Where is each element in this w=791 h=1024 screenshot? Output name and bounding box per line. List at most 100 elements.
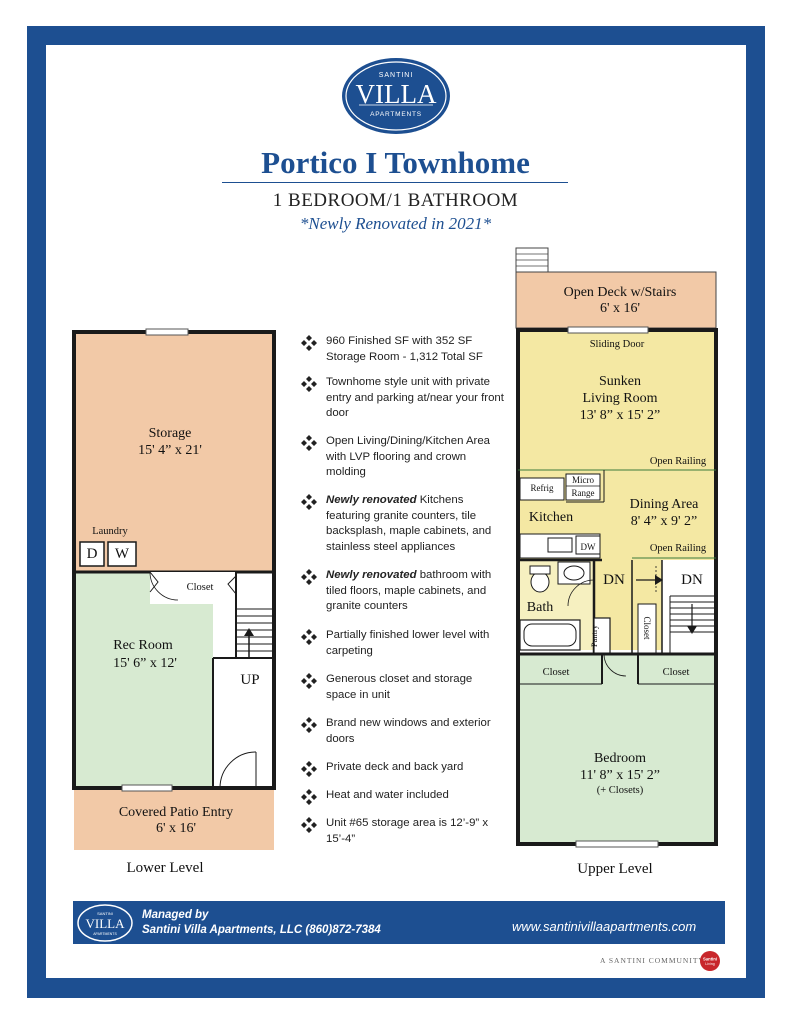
website-link[interactable]: www.santinivillaapartments.com [512,919,697,934]
feature-text: Unit #65 storage area is 12’-9” x 15’-4” [326,817,489,845]
up-label: UP [240,672,260,688]
bedroom-note: (+ Closets) [596,785,644,796]
logo-top-text: SANTINI [379,72,414,79]
diamond-bullet-icon [301,761,317,777]
feature-item: Newly renovated bathroom with tiled floo… [301,568,503,616]
footer-logo-top: SANTINI [97,911,113,916]
frame-left [27,26,46,998]
diamond-bullet-icon [301,435,317,451]
open-deck [515,271,717,329]
feature-emphasis: Newly renovated [326,494,417,506]
page-title: Portico I Townhome [261,145,530,180]
feature-item: Generous closet and storage space in uni… [301,672,503,704]
diamond-bullet-icon [301,494,317,510]
diamond-bullet-icon [301,335,317,351]
living-label-2: Living Room [582,391,658,406]
company-contact: Santini Villa Apartments, LLC (860)872-7… [142,924,381,936]
svg-text:Living: Living [705,962,714,966]
logo-bottom-text: APARTMENTS [370,111,422,118]
feature-item: Townhome style unit with private entry a… [301,375,504,423]
bedroom-room [518,684,714,844]
diamond-bullet-icon [301,673,317,689]
bedroom-dims: 11' 8” x 15' 2” [580,768,660,783]
deck-label: Open Deck w/Stairs [563,285,677,300]
range-label: Range [571,488,595,498]
footer-logo-main: VILLA [86,916,126,931]
feature-emphasis: Newly renovated [326,569,417,581]
dn-right-label: DN [681,572,703,588]
storage-label: Storage [148,426,192,441]
frame-right [746,26,765,998]
storage-room [74,332,274,572]
closet-left-label: Closet [542,667,570,678]
footer-manager: Managed by Santini Villa Apartments, LLC… [142,908,381,938]
patio-label: Covered Patio Entry [118,805,234,820]
covered-patio [74,788,274,850]
dn-left-label: DN [603,572,625,588]
diamond-bullet-icon [301,789,317,805]
deck-dims: 6' x 16' [599,301,641,316]
page-subtitle: 1 BEDROOM/1 BATHROOM [272,190,519,211]
lower-level-caption: Lower Level [126,860,204,876]
santini-living-badge: Santini Living [699,950,721,977]
feature-text: Townhome style unit with private entry a… [326,376,504,419]
managed-by-label: Managed by [142,909,209,921]
feature-item: Unit #65 storage area is 12’-9” x 15’-4” [301,816,503,848]
kitchen-label: Kitchen [528,510,574,525]
feature-item: 960 Finished SF with 352 SF Storage Room… [301,334,503,366]
closet-right-label: Closet [662,667,690,678]
closet-vertical-label: Closet [642,616,652,640]
community-tagline: A SANTINI COMMUNITY [600,956,705,965]
feature-text: Partially finished lower level with carp… [326,629,490,657]
pantry-label: Pantry [589,624,599,648]
frame-top [27,26,765,45]
diamond-bullet-icon [301,569,317,585]
santini-villa-logo: SANTINI VILLA APARTMENTS [341,57,451,135]
patio-dims: 6' x 16' [155,821,197,836]
renovation-tagline: *Newly Renovated in 2021* [299,214,492,233]
diamond-bullet-icon [301,629,317,645]
living-dims: 13' 8” x 15' 2” [579,408,661,423]
dining-dims: 8' 4” x 9' 2” [630,514,698,529]
logo-main-text: VILLA [356,79,437,109]
bath-label: Bath [526,600,554,615]
feature-text: Heat and water included [326,789,449,801]
feature-item: Heat and water included [301,788,503,805]
feature-text: Private deck and back yard [326,761,464,773]
feature-item: Brand new windows and exterior doors [301,716,503,748]
diamond-bullet-icon [301,817,317,833]
micro-label: Micro [572,475,594,485]
feature-text: Open Living/Dining/Kitchen Area with LVP… [326,435,491,478]
rec-room-dims: 15' 6” x 12' [113,656,177,671]
diamond-bullet-icon [301,717,317,733]
feature-text: Brand new windows and exterior doors [326,717,491,745]
living-label-1: Sunken [599,374,641,389]
footer-logo: SANTINI VILLA APARTMENTS [76,903,134,948]
open-railing-2-label: Open Railing [649,543,707,554]
upper-level-caption: Upper Level [577,861,653,877]
svg-text:Santini: Santini [703,957,717,962]
washer-label: W [114,546,130,562]
dining-label: Dining Area [629,497,699,512]
dw-label: DW [580,542,596,552]
rec-room-label: Rec Room [113,638,173,653]
feature-item: Partially finished lower level with carp… [301,628,503,660]
frame-bottom [27,978,765,998]
feature-item: Open Living/Dining/Kitchen Area with LVP… [301,434,503,482]
feature-item: Private deck and back yard [301,760,503,777]
closet-label-lower: Closet [186,582,214,593]
title-divider [222,182,568,183]
dryer-label: D [86,546,98,562]
sliding-door-label: Sliding Door [589,339,645,350]
laundry-label: Laundry [92,526,128,537]
feature-text: bathroom with tiled floors, maple cabine… [326,569,492,612]
diamond-bullet-icon [301,376,317,392]
open-railing-1-label: Open Railing [649,456,707,467]
feature-text: 960 Finished SF with 352 SF Storage Room… [326,335,483,363]
bedroom-label: Bedroom [593,751,647,766]
feature-item: Newly renovated Kitchens featuring grani… [301,493,503,557]
feature-text: Kitchens featuring granite counters, til… [326,494,492,553]
footer-logo-bottom: APARTMENTS [93,932,117,936]
refrig-label: Refrig [530,483,554,493]
